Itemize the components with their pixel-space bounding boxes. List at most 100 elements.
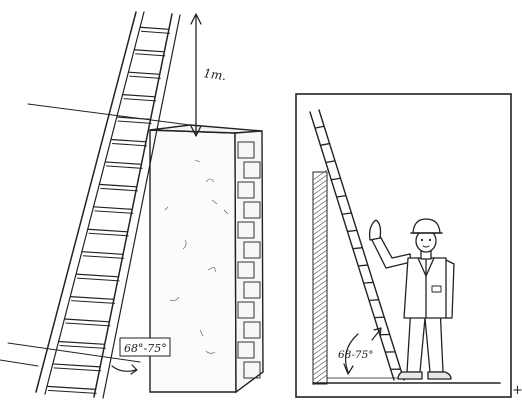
worker-right-shoe (427, 371, 452, 380)
hatch-line (312, 264, 328, 276)
brick (243, 321, 261, 339)
wall-texture (164, 159, 229, 354)
ladder-rung (341, 212, 352, 215)
ladder-right-rail (318, 109, 405, 381)
hatch-line (312, 354, 328, 366)
worker-left-shoe (397, 371, 423, 380)
ladder-rung (314, 125, 325, 129)
hatch-line (312, 224, 328, 236)
ladder-rung (76, 273, 119, 278)
ladder-rung (93, 206, 133, 210)
ladder-rung-edge (77, 277, 120, 282)
ladder-rung (105, 161, 142, 165)
hatch-line (312, 199, 328, 211)
ladder-rung (331, 177, 341, 181)
hatch-line (312, 319, 328, 331)
brick (237, 181, 255, 199)
hatch-line (312, 214, 328, 226)
hatch-line (312, 324, 328, 336)
ladder-rung (99, 183, 137, 188)
right-panel-frame (295, 93, 512, 398)
brick (237, 261, 255, 279)
brick (243, 201, 261, 219)
hatch-line (312, 184, 328, 196)
worker-figure (368, 218, 455, 380)
ladder-rung-edge (117, 120, 152, 124)
brick-wall (149, 124, 264, 394)
ladder-rung-edge (82, 255, 125, 259)
hatch-line (312, 174, 328, 186)
ladder-rung-edge (53, 367, 102, 372)
ladder-rung-edge (65, 322, 111, 327)
ladder-rung (139, 26, 169, 30)
ladder-rung-edge (106, 165, 143, 169)
brick (237, 341, 255, 359)
hatch-line (312, 279, 328, 291)
ladder-rung (52, 363, 101, 368)
ladder-rung (116, 116, 151, 120)
worker-lowered-arm (445, 259, 455, 319)
hatch-line (312, 309, 328, 321)
right-angle-marker: 68-75° (338, 327, 382, 375)
hatch-line (312, 204, 328, 216)
ladder-rung (134, 49, 165, 53)
height-label: 1m. (203, 66, 228, 83)
ladder-rung (352, 247, 363, 250)
ladder-rung-edge (100, 187, 138, 192)
hard-hat-icon (412, 218, 441, 234)
hatch-line (312, 359, 328, 371)
wall-bricks (237, 141, 261, 379)
ladder-rung (87, 228, 128, 233)
right-wall (312, 169, 328, 386)
hatch-line (312, 254, 328, 266)
hatch-line (312, 344, 328, 356)
ladder-rung-edge (88, 232, 129, 237)
ladder-rung (46, 385, 96, 390)
worker-jacket (403, 257, 451, 319)
ladder-rung (369, 299, 379, 302)
right-angle-label: 68-75° (338, 349, 374, 361)
hatch-line (312, 364, 328, 376)
brick (243, 161, 261, 179)
hatch-line (312, 304, 328, 316)
ladder-rung-edge (123, 98, 157, 102)
brick (237, 301, 255, 319)
hatch-line (312, 269, 328, 281)
hatch-line (312, 234, 328, 246)
hatch-line (312, 274, 328, 286)
ladder-rung (110, 138, 147, 143)
ladder-rung-edge (141, 30, 170, 34)
left-drawing: 1m. 68°-75° (0, 11, 264, 399)
ladder-rung (122, 94, 156, 98)
ladder-rung-edge (94, 210, 134, 214)
brick (237, 221, 255, 239)
worker-hand (368, 219, 382, 241)
height-dimension-arrow: 1m. (190, 13, 228, 137)
hatch-line (312, 259, 328, 271)
ladder-rung (58, 340, 105, 345)
ladder-rung (347, 229, 357, 233)
ladder-rung-edge (59, 344, 106, 349)
left-angle-marker: 68°-75° (111, 337, 171, 375)
ladder-rung-edge (129, 75, 161, 79)
ladder-rung-edge (47, 389, 97, 394)
ladder-rung (358, 264, 368, 267)
hatch-line (312, 229, 328, 241)
ladder-rung (81, 251, 124, 255)
hatch-line (312, 194, 328, 206)
ladder-rung-edge (111, 142, 148, 147)
ladder-rung (64, 318, 110, 323)
hatch-line (312, 369, 328, 381)
hatch-line (312, 249, 328, 261)
hatch-line (312, 334, 328, 346)
wall-hatching (312, 169, 328, 386)
ladder-rung (128, 71, 160, 75)
ladder-rung (320, 142, 330, 146)
hatch-line (312, 289, 328, 301)
ladder-rung-edge (135, 53, 166, 57)
ladder-rung (325, 160, 336, 164)
hatch-line (312, 284, 328, 296)
hatch-line (312, 209, 328, 221)
hatch-line (312, 219, 328, 231)
brick (243, 241, 261, 259)
